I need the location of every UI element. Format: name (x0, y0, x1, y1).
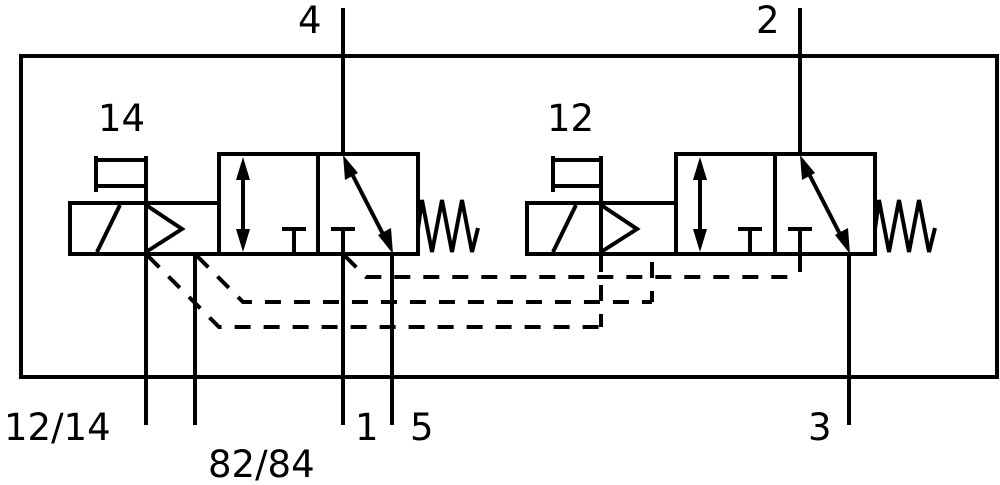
port-82-84-label: 82/84 (208, 443, 315, 485)
pilot-12-label: 12 (547, 97, 594, 140)
valve-right (525, 152, 937, 256)
port-3-label: 3 (808, 406, 832, 449)
blocked-port-icon (738, 227, 762, 254)
valve-housing-frame (19, 54, 999, 379)
pilot-lines (146, 254, 802, 329)
blocked-port-icon (331, 227, 355, 254)
pilot-triangle-icon (599, 203, 641, 254)
diagonal-arrow-icon (800, 155, 850, 254)
spring-icon (873, 199, 937, 253)
blocked-port-icon (788, 227, 812, 254)
valve-left (68, 152, 480, 256)
pilot-triangle-icon (144, 203, 186, 254)
port-4-label: 4 (298, 0, 322, 42)
spring-icon (416, 199, 480, 253)
port-1-label: 1 (355, 406, 379, 449)
double-arrow-icon (693, 157, 707, 252)
port-12-14-label: 12/14 (4, 406, 111, 449)
port-2-label: 2 (756, 0, 780, 42)
diagonal-arrow-icon (343, 155, 393, 254)
blocked-port-icon (282, 227, 306, 254)
port-5-label: 5 (410, 406, 434, 449)
double-arrow-icon (236, 157, 250, 252)
pilot-14-label: 14 (98, 97, 145, 140)
